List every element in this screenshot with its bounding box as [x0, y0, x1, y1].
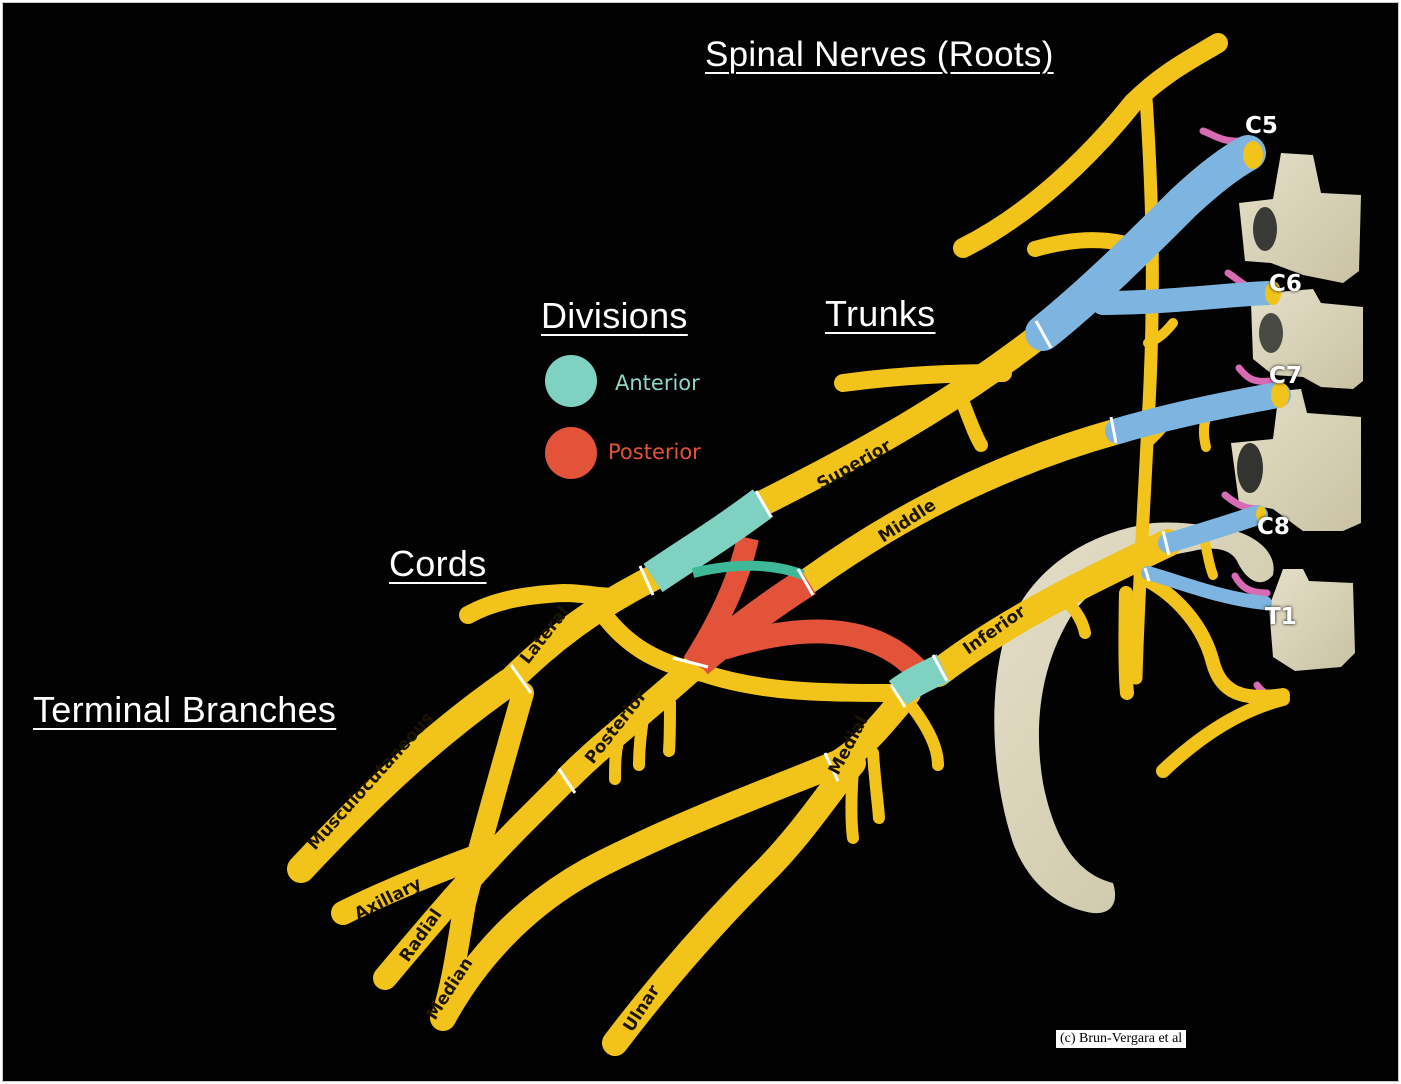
inferior-trunk-branch [1136, 571, 1290, 704]
legend-anterior-swatch [545, 355, 597, 407]
medial-cord-branch [867, 747, 885, 824]
boundary [638, 565, 655, 596]
boundary [796, 568, 815, 596]
posterior-cord-branch [633, 712, 649, 771]
boundary [754, 490, 773, 518]
intercostal-branch [1156, 692, 1290, 778]
boundary [1143, 567, 1151, 582]
anterior-division-middle [691, 560, 805, 580]
lateral-cord-branch [459, 569, 662, 624]
vertebra-t1 [1269, 569, 1355, 671]
title-trunks: Trunks [825, 293, 936, 334]
posterior-division-middle [688, 568, 816, 675]
label-radial: Radial [396, 905, 447, 966]
median-nerve [430, 750, 851, 1031]
legend-anterior-label: Anterior [615, 371, 700, 395]
boundary [672, 656, 709, 669]
boundary [1161, 530, 1171, 556]
foramen [1259, 313, 1283, 353]
vertebra-c5 [1239, 153, 1361, 283]
title-cords: Cords [389, 543, 487, 584]
ulnar-nerve [602, 750, 866, 1056]
boundary [509, 664, 533, 694]
root-label-c5: C5 [1245, 113, 1278, 139]
root-label-c8: C8 [1257, 514, 1290, 540]
root-c7 [1105, 382, 1291, 444]
small-branch [1027, 232, 1129, 257]
small-branch [1200, 538, 1218, 580]
inferior-trunk-branch [1062, 597, 1091, 639]
foramen [1253, 207, 1277, 251]
dorsal-ramus-t1 [1231, 572, 1271, 597]
superior-trunk [750, 320, 1056, 516]
first-rib [994, 522, 1274, 914]
root-tips [1243, 141, 1289, 522]
copyright-notice: (c) Brun-Vergara et al [1056, 1030, 1187, 1048]
anterior-division-inferior [888, 654, 950, 706]
nerves [287, 33, 1290, 1056]
root-tip [1265, 281, 1281, 305]
boundary [1034, 320, 1053, 349]
root-label-c6: C6 [1269, 271, 1302, 297]
posterior-cord-loop [589, 598, 917, 702]
roots [1025, 135, 1291, 610]
root-label-c7: C7 [1269, 363, 1302, 389]
title-spinal-nerves-roots: Spinal Nerves (Roots) [705, 35, 1054, 74]
root-tip [1243, 141, 1263, 169]
foramen [1237, 443, 1263, 493]
posterior-cord [555, 655, 706, 791]
superior-trunk-branch [834, 364, 1012, 392]
dorsal-ramus-c7 [1235, 364, 1275, 385]
boundary [1109, 416, 1118, 444]
root-label-t1: T1 [1265, 604, 1297, 630]
brachial-plexus-diagram: Superior Middle Inferior Lateral Posteri… [287, 33, 1363, 1056]
radial-nerve [373, 766, 580, 990]
anterior-division-superior [643, 489, 774, 593]
boundary [889, 684, 907, 708]
posterior-cord-branch [663, 697, 676, 757]
ribs [994, 522, 1274, 914]
title-divisions: Divisions [541, 295, 688, 336]
root-c6 [1091, 281, 1280, 315]
inferior-trunk-branch [1118, 586, 1134, 700]
root-c8 [1158, 505, 1268, 553]
axillary-nerve [331, 846, 485, 925]
suprascapular-like-branch [953, 33, 1228, 258]
root-tip [1256, 506, 1266, 522]
divisions [643, 489, 950, 706]
root-upper-combined [1025, 135, 1266, 351]
posterior-cord-branch [609, 735, 624, 785]
long-thoracic-vertical [1129, 91, 1159, 685]
vertebrae [1231, 153, 1363, 671]
middle-trunk [795, 418, 1131, 594]
vertebra-c6 [1251, 289, 1363, 389]
legend-posterior-swatch [545, 427, 597, 479]
inferior-trunk [924, 529, 1182, 687]
boundary-marks [509, 320, 1171, 794]
small-branch [1143, 318, 1178, 348]
posterior-division-inferior [719, 619, 927, 680]
title-terminal-branches: Terminal Branches [33, 689, 337, 730]
root-t1 [1141, 566, 1272, 610]
musculocutaneous-nerve [287, 669, 522, 883]
boundary [823, 752, 840, 782]
legend-posterior-label: Posterior [608, 440, 701, 464]
vertebra-c7 [1231, 389, 1361, 531]
root-tip [1271, 382, 1289, 408]
superior-trunk-branch [956, 396, 988, 452]
boundary [931, 654, 949, 682]
medial-cord-branch [907, 702, 944, 771]
boundary [557, 768, 577, 794]
